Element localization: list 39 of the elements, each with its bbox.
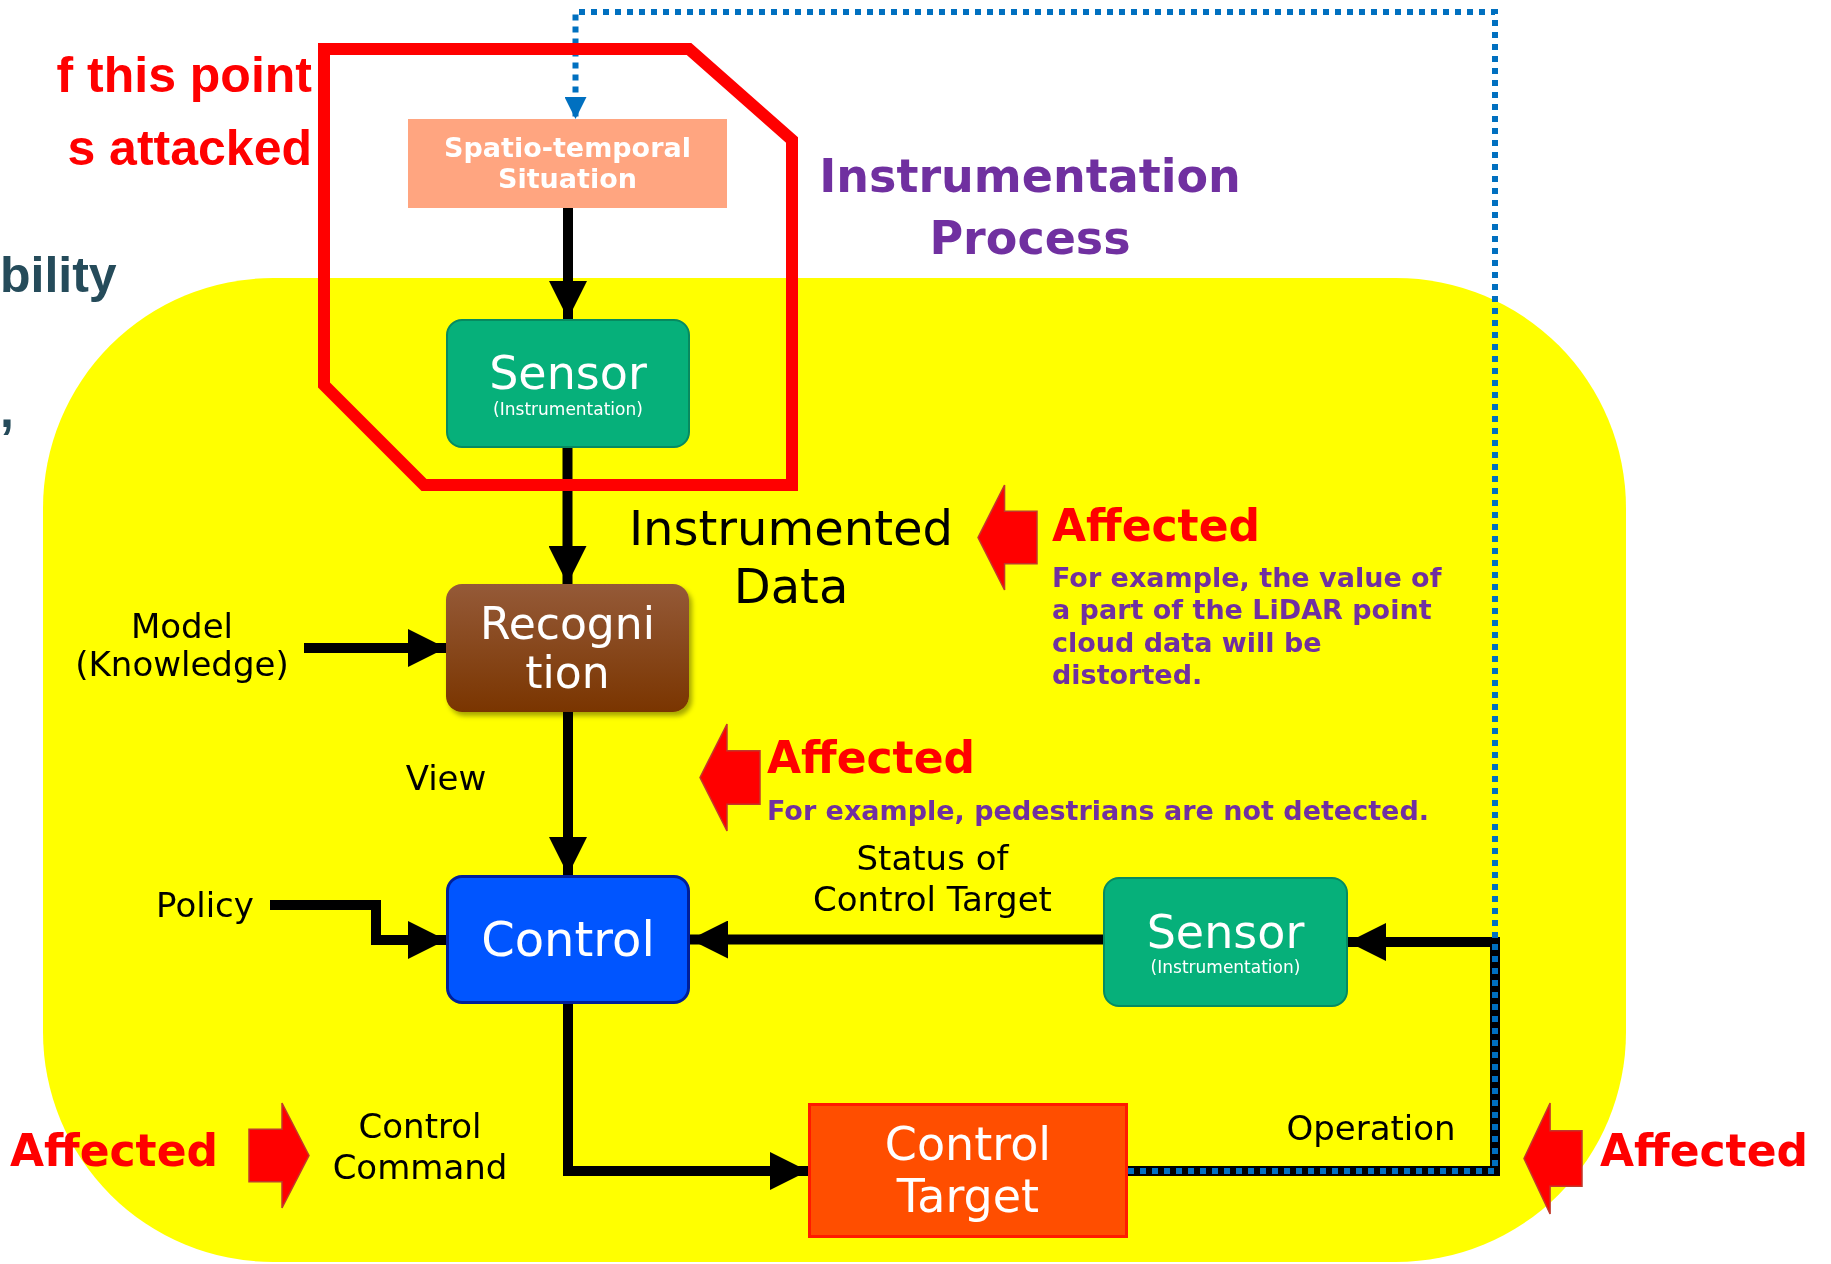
warning-label: Affected [1600,1125,1809,1178]
arrow [690,920,1103,959]
node-title: Sensor [489,348,647,400]
arrow [270,900,446,959]
process-box [446,875,690,1004]
warning-label: Affected [767,732,976,785]
example-note: For example, pedestrians are not detected. [767,795,1430,828]
note-text: bility [0,246,118,305]
edge-label: Operation [1285,1108,1457,1149]
edge-label: Status of Control Target [812,838,1053,920]
process-box [446,584,689,712]
note-heading: s attacked [66,119,312,178]
process-box [408,119,727,208]
edge-label: View [404,758,488,799]
arrow [549,712,587,875]
node-title: Sensor [1146,906,1305,959]
edge-label: Control Command [331,1106,509,1188]
arrow [548,448,587,584]
process-box [808,1103,1128,1238]
process-box [446,319,690,448]
node-title: Policy [156,885,254,925]
warning-label: Affected [1052,500,1261,553]
node-subtitle: (Instrumentation) [1150,958,1301,978]
arrow [1128,923,1500,1176]
node-title: Model (Knowledge) [74,606,290,684]
section-heading: Instrumentation Process [818,148,1242,267]
process-box [1103,877,1348,1007]
arrow [563,1004,808,1190]
example-note: For example, the value of a part of the LiDAR point cloud data will be distorted. [1052,562,1443,692]
node-subtitle: (Instrumentation) [493,399,643,419]
dotted-arrow [564,9,1498,1174]
node-title: Spatio-temporal Situation [443,133,692,194]
arrow [549,208,587,319]
node-title: Control [481,912,655,967]
arrow [304,629,446,667]
note-text: , [0,381,15,440]
node-title: Control Target [883,1119,1053,1222]
node-title: Recogni tion [479,598,656,698]
note-heading: f this point [55,46,312,105]
